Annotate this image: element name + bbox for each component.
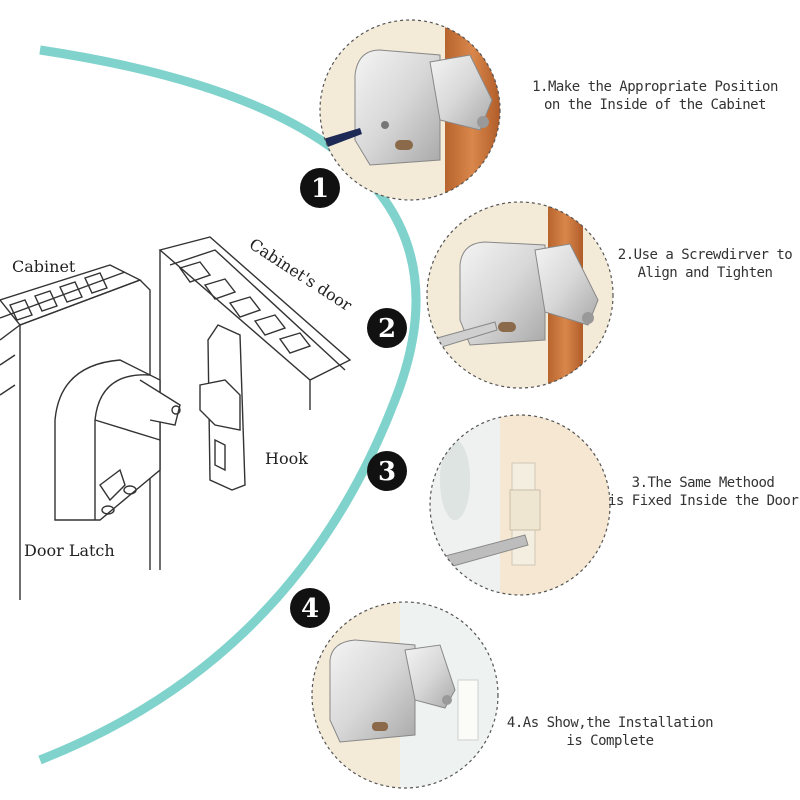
svg-text:1: 1 [311, 174, 329, 204]
step-1-caption: 1.Make the Appropriate Position on the I… [520, 78, 790, 114]
step-3-badge: 3 [367, 451, 407, 491]
step-3-line-2: is Fixed Inside the Door [608, 493, 799, 509]
progress-arc [38, 45, 421, 765]
cabinet-label: Cabinet [12, 257, 76, 276]
step-1-photo [320, 20, 500, 200]
step-1-line-1: 1.Make the Appropriate Position [532, 79, 778, 95]
step-4-badge: 4 [290, 588, 330, 628]
hook-label: Hook [265, 449, 308, 468]
door-latch-label: Door Latch [24, 541, 115, 560]
step-3-photo [430, 415, 610, 595]
step-1-line-2: on the Inside of the Cabinet [543, 97, 767, 113]
svg-text:3: 3 [378, 457, 396, 487]
step-2-caption: 2.Use a Screwdirver to Align and Tighten [612, 246, 798, 282]
step-3-line-1: 3.The Same Methood [631, 475, 775, 491]
step-2-line-2: Align and Tighten [637, 265, 773, 281]
step-1-badge: 1 [300, 168, 340, 208]
step-2-photo [427, 202, 613, 388]
svg-text:4: 4 [301, 594, 319, 624]
step-2-line-1: 2.Use a Screwdirver to [617, 247, 793, 263]
step-4-caption: 4.As Show,the Installation is Complete [500, 714, 720, 750]
svg-text:2: 2 [378, 314, 396, 344]
cabinet-line-drawing [0, 236, 352, 600]
step-3-caption: 3.The Same Methood is Fixed Inside the D… [608, 474, 799, 510]
step-2-badge: 2 [367, 308, 407, 348]
step-4-line-1: 4.As Show,the Installation [506, 715, 714, 731]
step-4-line-2: is Complete [566, 733, 654, 749]
step-4-photo [312, 602, 498, 788]
